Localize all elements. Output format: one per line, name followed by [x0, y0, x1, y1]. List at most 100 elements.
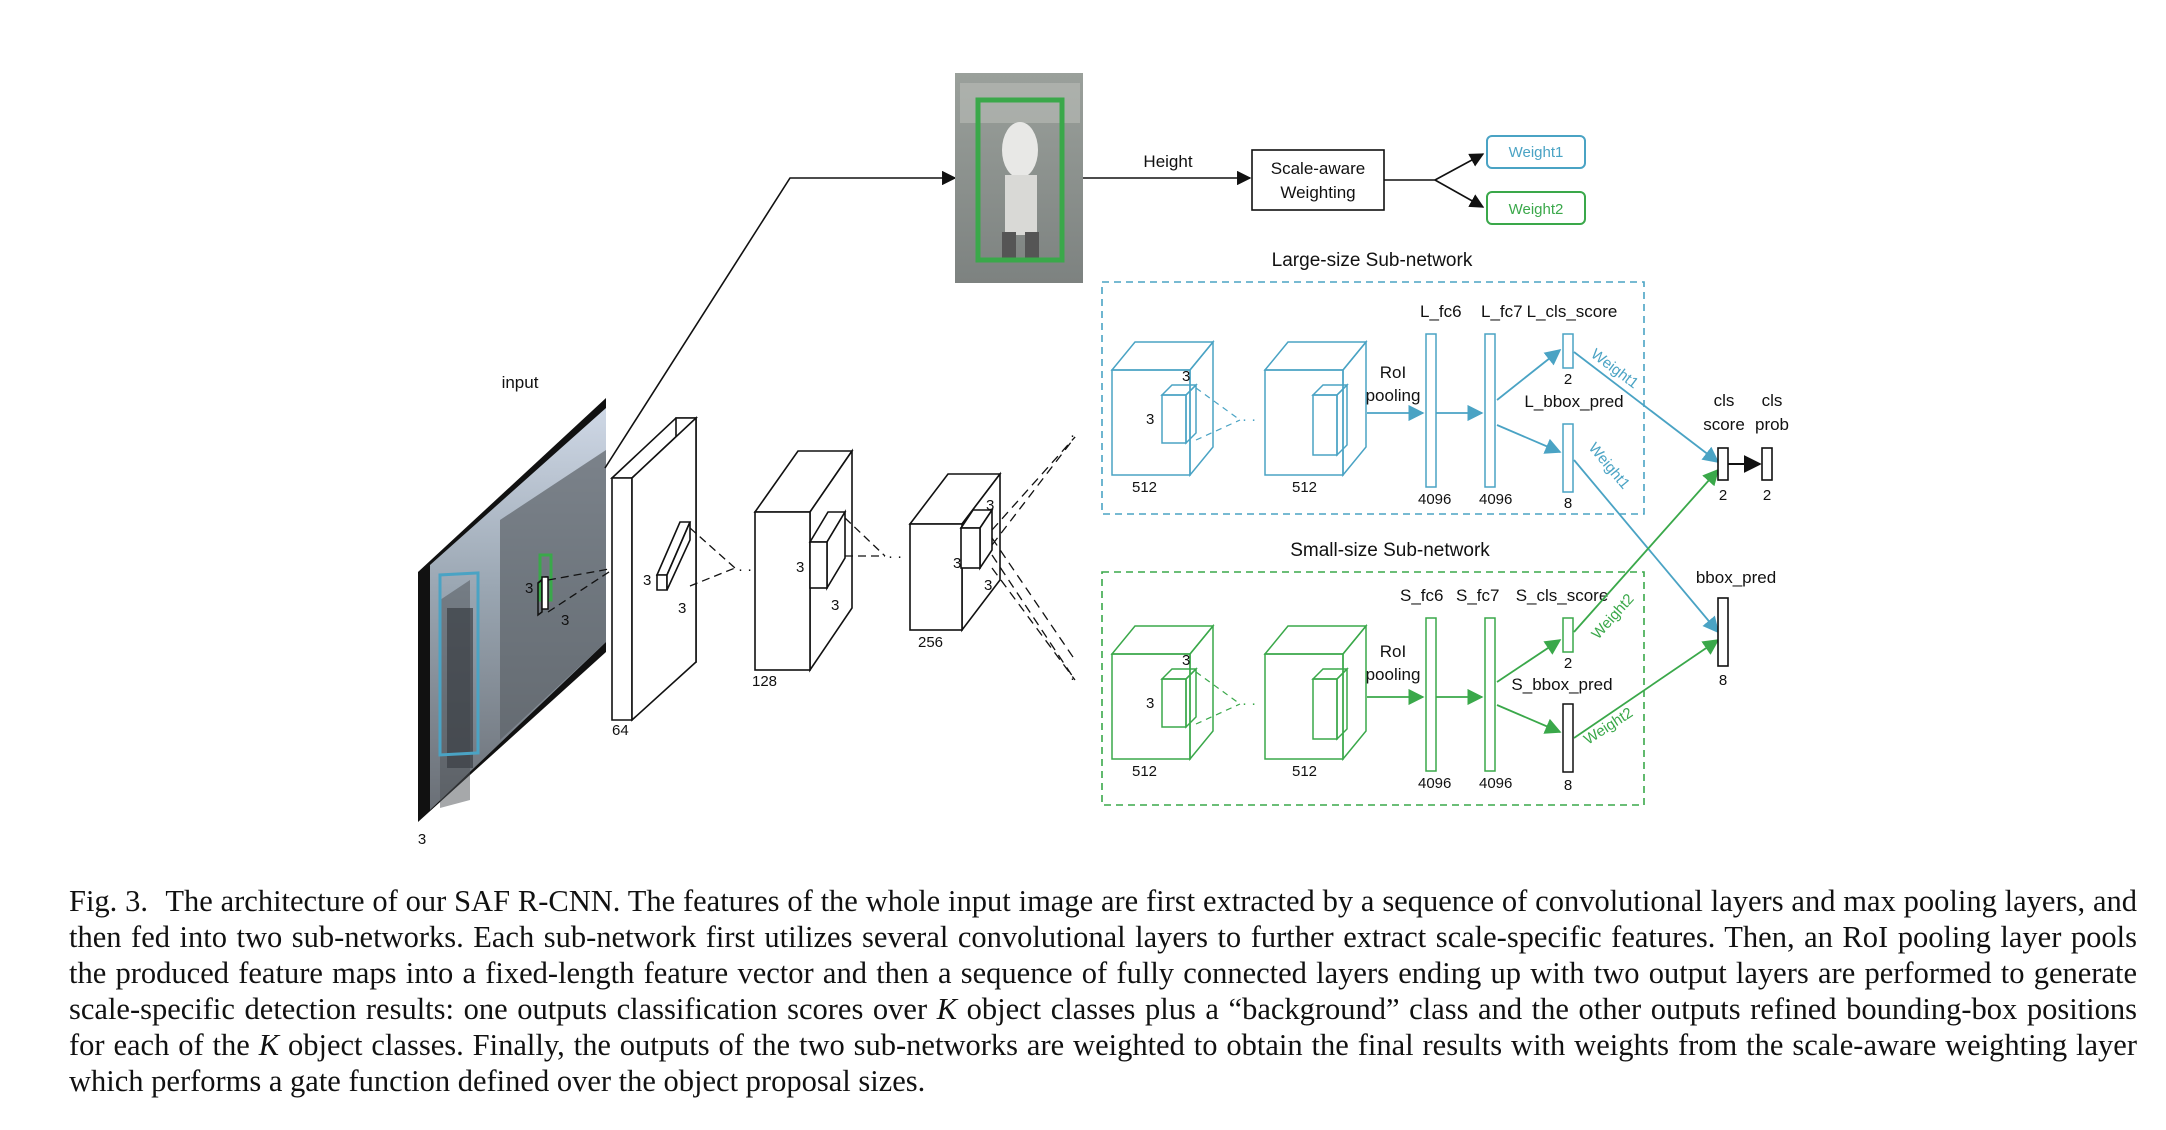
slab128-kernel-h: 3 [796, 559, 804, 576]
large-subnet-frame [1101, 281, 1645, 515]
scale-aware-line1: Scale-aware [1271, 159, 1366, 178]
depth-256: 256 [918, 634, 943, 651]
large-roi-line1: RoI [1380, 363, 1406, 382]
large-roi-line2: pooling [1366, 386, 1421, 405]
conv-slab-64 [609, 416, 699, 722]
input-kernel [537, 576, 549, 617]
large-subnet-title: Large-size Sub-network [1272, 250, 1473, 271]
input-label: input [502, 373, 539, 392]
weight-split [1384, 153, 1485, 208]
cls-score-line1: cls [1714, 391, 1735, 410]
caption-fig-number: Fig. 3. [69, 884, 149, 918]
weight2-box [1486, 191, 1586, 225]
crop-arrow [604, 170, 957, 469]
weight1-label: Weight1 [1509, 144, 1564, 161]
bbox-pred-label: bbox_pred [1696, 568, 1776, 587]
S-bbox-weight2: Weight2 [1581, 704, 1636, 748]
input-blue-box [438, 571, 480, 757]
S-fc7-label: S_fc7 [1456, 586, 1499, 605]
L-cls-dim: 2 [1564, 371, 1572, 388]
figure-caption: Fig. 3. The architecture of our SAF R-CN… [69, 883, 2137, 1099]
L-bbox-dim: 8 [1564, 495, 1572, 512]
weight2-label: Weight2 [1509, 201, 1564, 218]
S-bbox-pred-bar [1562, 703, 1574, 773]
caption-k-1: K [936, 992, 958, 1026]
small-roi-line1: RoI [1380, 642, 1406, 661]
slab256-kernel-w: 3 [984, 577, 992, 594]
dots-3: · [1070, 427, 1075, 444]
S-cls-score-label: S_cls_score [1516, 586, 1609, 605]
S-cls-score-bar [1562, 617, 1574, 653]
L-fc7-bar [1484, 333, 1496, 488]
slab64-kernel-h: 3 [643, 572, 651, 589]
caption-text-2: object classes plus a “background” class… [69, 992, 2137, 1062]
large-conv-block-2 [1263, 339, 1368, 478]
input-kernel-h: 3 [525, 580, 533, 597]
small-subnet-title: Small-size Sub-network [1290, 540, 1490, 561]
S-fc6-label: S_fc6 [1400, 586, 1443, 605]
depth-128: 128 [752, 673, 777, 690]
cls-score-dim: 2 [1719, 487, 1727, 504]
caption-k-2: K [258, 1028, 280, 1062]
small-conv-block-2 [1263, 623, 1368, 762]
L-fc6-bar [1425, 333, 1437, 488]
L-fc7-dim: 4096 [1479, 491, 1512, 508]
S-fc6-bar [1425, 617, 1437, 772]
S-fc6-dim: 4096 [1418, 775, 1451, 792]
S-fc7-dim: 4096 [1479, 775, 1512, 792]
L-cls-score-label: L_cls_score [1527, 302, 1618, 321]
slab256-kernel-d: 3 [986, 497, 994, 514]
weight1-box [1486, 135, 1586, 169]
L-fc6-dim: 4096 [1418, 491, 1451, 508]
scale-aware-line2: Weighting [1280, 183, 1355, 202]
architecture-diagram: input 3 3 3 3 3 · · 64 [418, 73, 1789, 848]
S-cls-dim: 2 [1564, 655, 1572, 672]
S-fc7-bar [1484, 617, 1496, 772]
cls-prob-dim: 2 [1763, 487, 1771, 504]
slab256-kernel-h: 3 [953, 555, 961, 572]
L-bbox-pred-label: L_bbox_pred [1524, 392, 1623, 411]
input-kernel-w: 3 [561, 612, 569, 629]
cls-score-line2: score [1703, 415, 1745, 434]
small-dots: · · [1242, 695, 1256, 712]
small-k1-d: 3 [1182, 652, 1190, 669]
small-depth-1: 512 [1132, 763, 1157, 780]
cls-prob-line2: prob [1755, 415, 1789, 434]
pedestrian-crop [955, 73, 1083, 283]
fanout-lines [991, 436, 1076, 681]
large-dots: · · [1242, 411, 1256, 428]
L-fc6-label: L_fc6 [1420, 302, 1462, 321]
cls-prob-bar [1761, 447, 1773, 481]
crop-green-box [975, 97, 1065, 263]
L-cls-score-bar [1562, 333, 1574, 369]
S-bbox-dim: 8 [1564, 777, 1572, 794]
cls-score-bar [1717, 447, 1729, 481]
bbox-pred-bar [1717, 597, 1729, 667]
slab64-kernel-w: 3 [678, 600, 686, 617]
small-roi-line2: pooling [1366, 665, 1421, 684]
input-channels: 3 [418, 831, 426, 848]
caption-text-1: The architecture of our SAF R-CNN. The f… [69, 884, 2138, 1026]
large-depth-2: 512 [1292, 479, 1317, 496]
dots-1: · · [738, 561, 752, 578]
large-k1-h: 3 [1146, 411, 1154, 428]
S-bbox-pred-label: S_bbox_pred [1511, 675, 1612, 694]
small-conv-block-1 [1110, 623, 1215, 762]
cls-prob-line1: cls [1762, 391, 1783, 410]
depth-64: 64 [612, 722, 629, 739]
slab128-kernel-w: 3 [831, 597, 839, 614]
input-image [418, 398, 606, 822]
L-bbox-pred-bar [1562, 423, 1574, 493]
small-depth-2: 512 [1292, 763, 1317, 780]
caption-text-3: object classes. Finally, the outputs of … [69, 1028, 2137, 1098]
dots-2: · · [888, 548, 902, 565]
large-depth-1: 512 [1132, 479, 1157, 496]
large-k1-d: 3 [1182, 368, 1190, 385]
height-label: Height [1143, 152, 1192, 171]
L-fc7-label: L_fc7 [1481, 302, 1523, 321]
bbox-pred-dim: 8 [1719, 672, 1727, 689]
L-bbox-weight1: Weight1 [1585, 440, 1633, 493]
dots-4: · [1070, 670, 1075, 687]
small-subnet-frame [1101, 571, 1645, 806]
small-k1-h: 3 [1146, 695, 1154, 712]
